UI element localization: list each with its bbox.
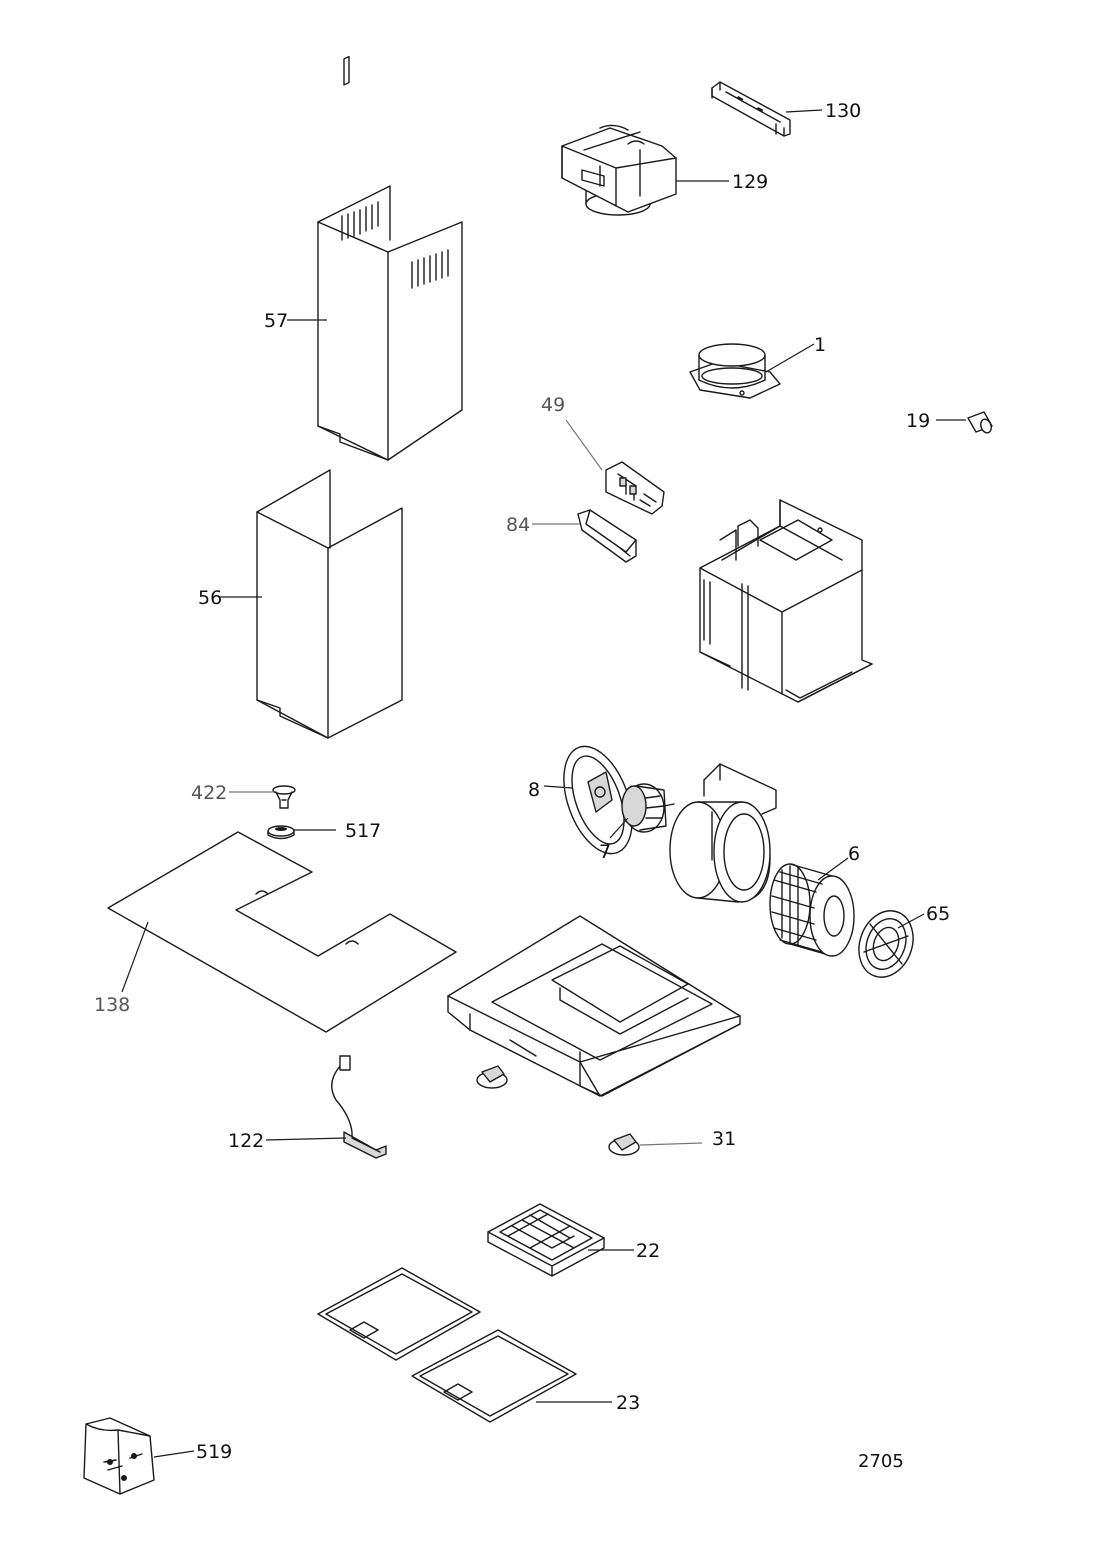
callout-49: 49 <box>541 394 565 416</box>
callout-517: 517 <box>345 820 381 842</box>
part-31-knob <box>608 1133 640 1156</box>
callout-31: 31 <box>712 1128 736 1150</box>
part-6-fan-wheel <box>769 863 855 957</box>
callout-labels: 130 129 57 1 19 49 84 56 422 517 8 7 6 6… <box>94 100 950 1472</box>
leader-65 <box>897 913 925 929</box>
leader-8 <box>543 785 573 789</box>
part-422-screw <box>272 785 296 809</box>
part-23-grease-filters <box>317 1267 577 1423</box>
callout-23: 23 <box>616 1392 640 1414</box>
part-knob-canopy <box>476 1065 508 1089</box>
callout-19: 19 <box>906 410 930 432</box>
drawing-code: 2705 <box>858 1451 904 1472</box>
part-49-control-board <box>605 461 665 515</box>
leader-6 <box>817 857 849 881</box>
part-138-template-sheet <box>107 831 457 1033</box>
part-19-lamp <box>967 411 993 434</box>
leader-31 <box>639 1142 703 1146</box>
leader-lines <box>121 109 966 1458</box>
part-8-motor-plate <box>563 745 633 855</box>
callout-65: 65 <box>926 903 950 925</box>
callout-56: 56 <box>198 587 222 609</box>
callout-130: 130 <box>825 100 861 122</box>
callout-57: 57 <box>264 310 288 332</box>
part-7-motor <box>621 783 675 833</box>
part-56-lower-chimney <box>256 469 403 739</box>
callout-7: 7 <box>599 841 611 863</box>
part-motor-housing <box>699 499 873 703</box>
callout-6: 6 <box>848 843 860 865</box>
part-blower-housing <box>669 763 777 903</box>
callout-422: 422 <box>191 782 227 804</box>
part-129-air-deflector <box>561 124 677 216</box>
callout-84: 84 <box>506 514 530 536</box>
leader-1 <box>765 343 815 373</box>
leader-130 <box>785 109 823 113</box>
callout-22: 22 <box>636 1240 660 1262</box>
part-84-board-cover <box>577 509 637 563</box>
part-57-upper-chimney <box>317 55 463 461</box>
leader-122 <box>265 1137 347 1141</box>
part-122-wiring-harness <box>331 1055 387 1159</box>
callout-129: 129 <box>732 171 768 193</box>
callout-8: 8 <box>528 779 540 801</box>
leader-138 <box>121 921 149 993</box>
part-22-carbon-filter <box>487 1203 605 1277</box>
callout-1: 1 <box>814 334 826 356</box>
leader-7 <box>609 817 629 839</box>
callout-138: 138 <box>94 994 130 1016</box>
callout-519: 519 <box>196 1441 232 1463</box>
leader-519 <box>153 1450 195 1458</box>
callout-122: 122 <box>228 1130 264 1152</box>
leader-49 <box>565 419 603 471</box>
part-65-grille <box>858 910 914 978</box>
part-canopy <box>447 915 741 1097</box>
part-517-nut <box>267 825 295 840</box>
part-519-hardware-bag <box>83 1417 155 1495</box>
part-130-wall-bracket <box>711 81 791 137</box>
part-1-duct-collar <box>689 343 781 399</box>
